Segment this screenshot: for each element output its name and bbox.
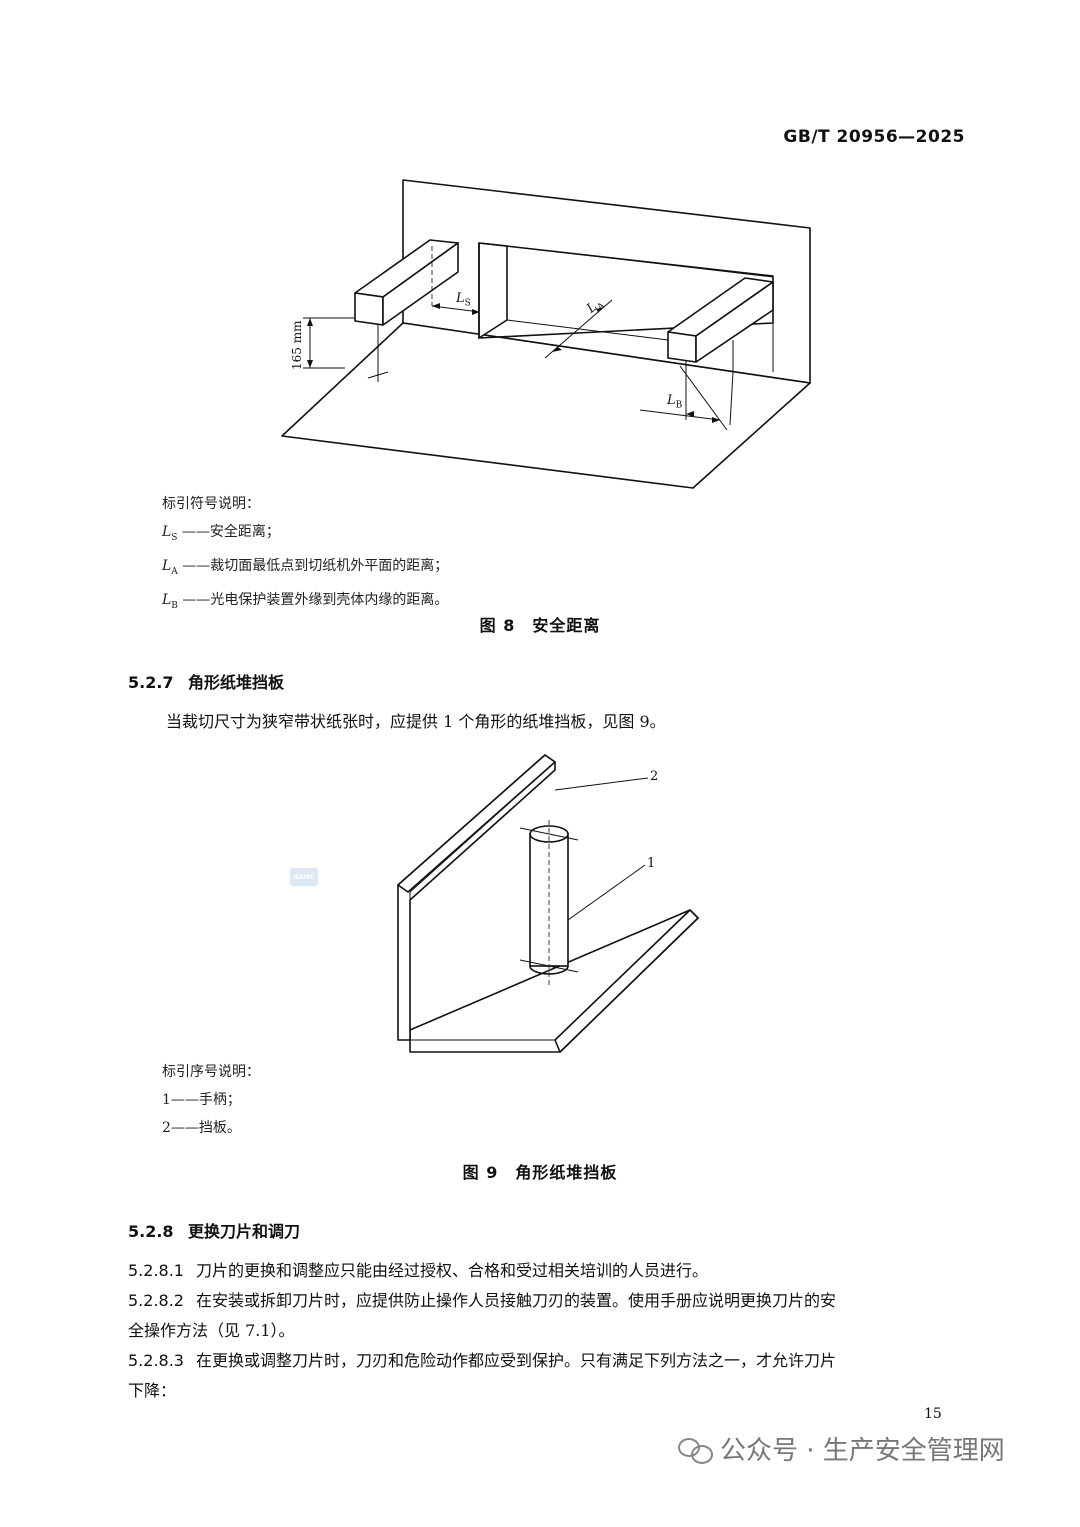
watermark: 公众号 · 生产安全管理网: [678, 1430, 1005, 1467]
figure-8-legend: 标引符号说明： LS ——安全距离； LA ——裁切面最低点到切纸机外平面的距离…: [162, 490, 448, 619]
floor: [281, 322, 811, 489]
right-block-side: [695, 281, 774, 363]
callout-1-label: 1: [647, 856, 656, 871]
legend-title: 标引符号说明：: [162, 496, 260, 512]
legend-item: LB ——光电保护装置外缘到壳体内缘的距离。: [162, 591, 449, 611]
legend-title: 标引序号说明：: [162, 1064, 260, 1080]
figure-8-caption: 图 8 安全距离: [479, 616, 601, 635]
wechat-icon: [678, 1436, 713, 1464]
page-number: 15: [924, 1406, 942, 1422]
standard-code: GB/T 20956—2025: [783, 127, 965, 147]
legend-item: LS ——安全距离；: [162, 524, 280, 543]
left-block-side: [382, 242, 459, 326]
callout-leader-1: [567, 864, 646, 921]
callout-leader-2: [554, 777, 649, 791]
figure-9-legend: 标引序号说明： 1——手柄； 2——挡板。: [162, 1058, 260, 1142]
watermark-text: 公众号 · 生产安全管理网: [720, 1436, 1005, 1466]
legend-item: 2——挡板。: [162, 1120, 241, 1136]
callout-2-label: 2: [650, 769, 659, 784]
figure-9-caption: 图 9 角形纸堆挡板: [462, 1163, 618, 1182]
legend-item: 1——手柄；: [162, 1092, 241, 1108]
legend-item: LA ——裁切面最低点到切纸机外平面的距离；: [162, 557, 449, 577]
section-5-2-7-body: 当裁切尺寸为狭窄带状纸张时，应提供 1 个角形的纸堆挡板，见图 9。: [166, 712, 666, 731]
symbol-lb: LB: [667, 393, 683, 411]
symbol-ls: LS: [456, 291, 471, 309]
publisher-logo-mark: ssnc: [290, 868, 318, 886]
